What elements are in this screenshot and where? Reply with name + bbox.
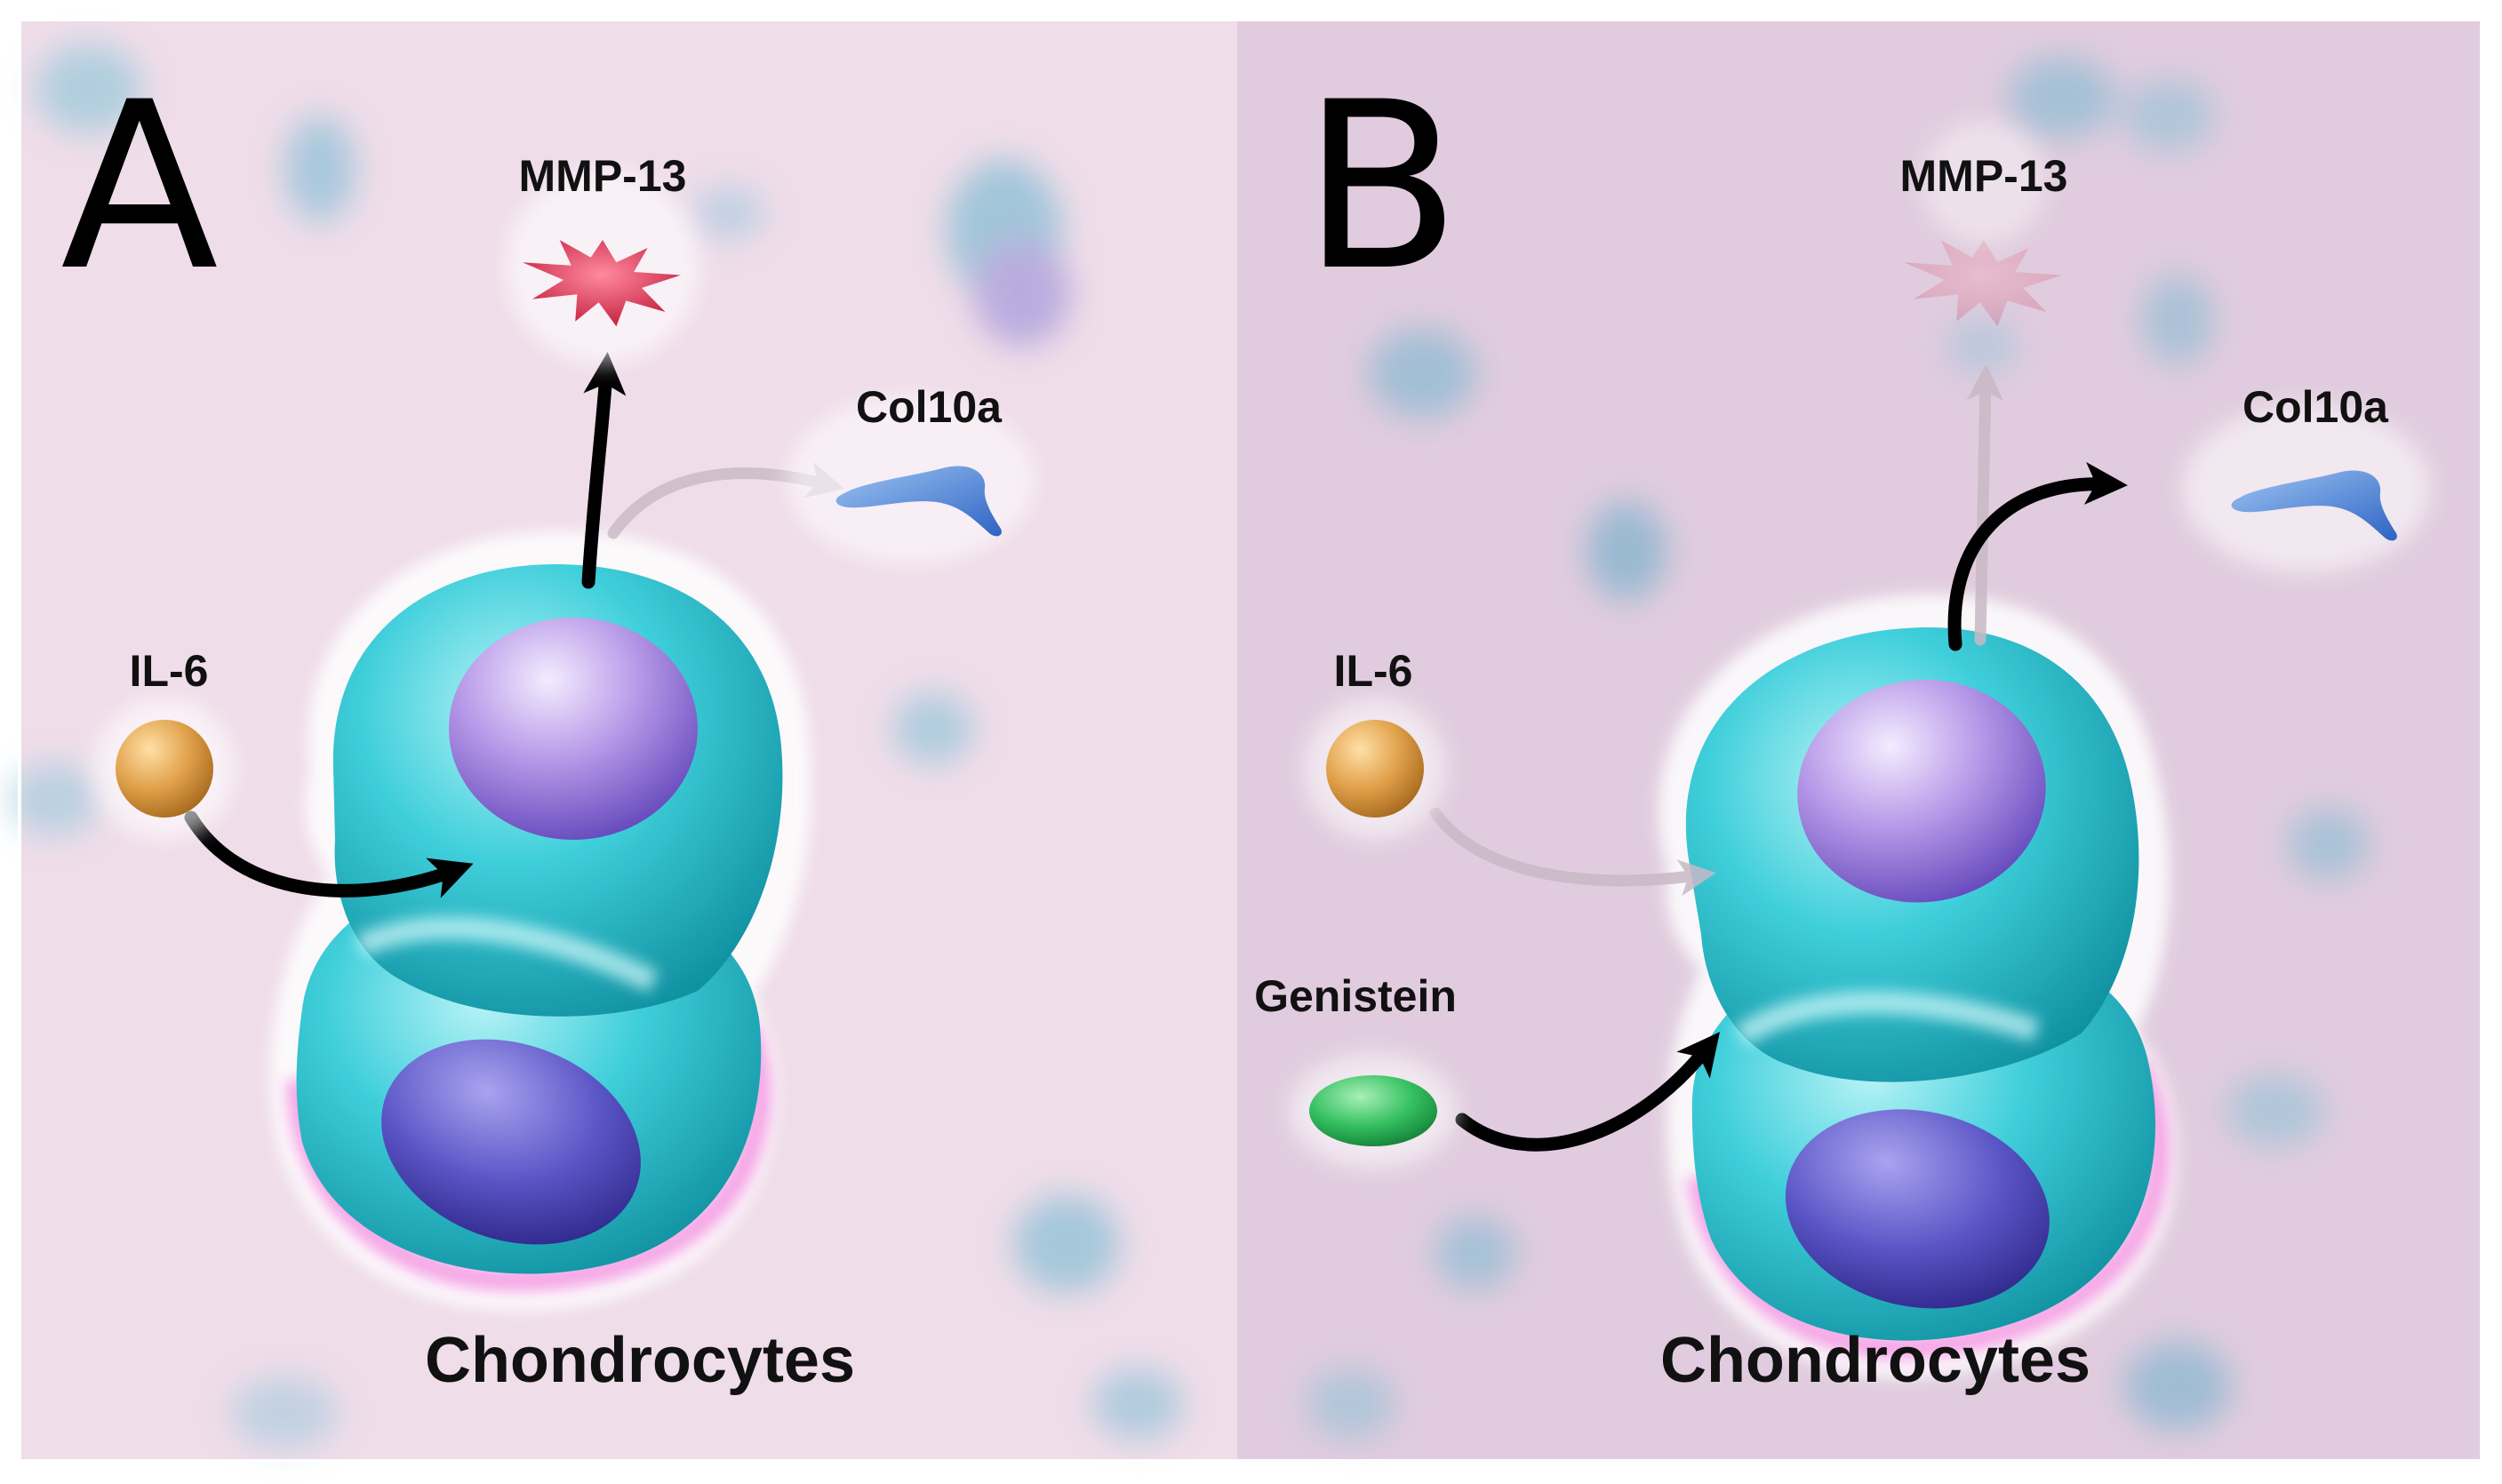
panel-b-il6-molecule xyxy=(1326,720,1424,818)
panel-b-genistein-label: Genistein xyxy=(1254,971,1457,1021)
panel-b-letter: B xyxy=(1302,53,1460,322)
panel-b-mmp13-label: MMP-13 xyxy=(1900,151,2068,201)
panel-b-col10a-arrow xyxy=(1947,461,2128,651)
panel-b-il6-label: IL-6 xyxy=(1334,646,1413,696)
panel-a-mmp13-label: MMP-13 xyxy=(519,151,687,201)
panel-b-mmp13-arrow xyxy=(1966,363,2004,646)
panel-b: B MMP-13 Col10a IL-6 Genistein Chondrocy… xyxy=(1237,20,2482,1461)
panel-a-chondrocyte-cells xyxy=(270,531,811,1310)
panel-a-letter: A xyxy=(60,53,220,322)
panel-a-mmp13-arrow xyxy=(581,352,627,589)
background-blurred-cells xyxy=(1307,58,2369,1440)
panel-b-genistein-arrow xyxy=(1455,1032,1721,1152)
panel-a: A MMP-13 Col10a IL-6 Chondrocytes xyxy=(9,20,1237,1461)
panel-a-il6-arrow xyxy=(184,810,474,898)
panel-a-il6-molecule xyxy=(116,720,213,818)
panel-b-genistein-molecule xyxy=(1309,1075,1437,1146)
panel-b-il6-arrow xyxy=(1429,807,1716,897)
panel-a-caption: Chondrocytes xyxy=(425,1325,855,1396)
panel-b-caption: Chondrocytes xyxy=(1660,1325,2090,1396)
background-blurred-cells xyxy=(9,44,1182,1448)
panel-a-col10a-label: Col10a xyxy=(856,382,1003,432)
figure-frame xyxy=(18,18,2483,1463)
panel-a-il6-label: IL-6 xyxy=(130,646,209,696)
panel-b-col10a-label: Col10a xyxy=(2242,382,2389,432)
